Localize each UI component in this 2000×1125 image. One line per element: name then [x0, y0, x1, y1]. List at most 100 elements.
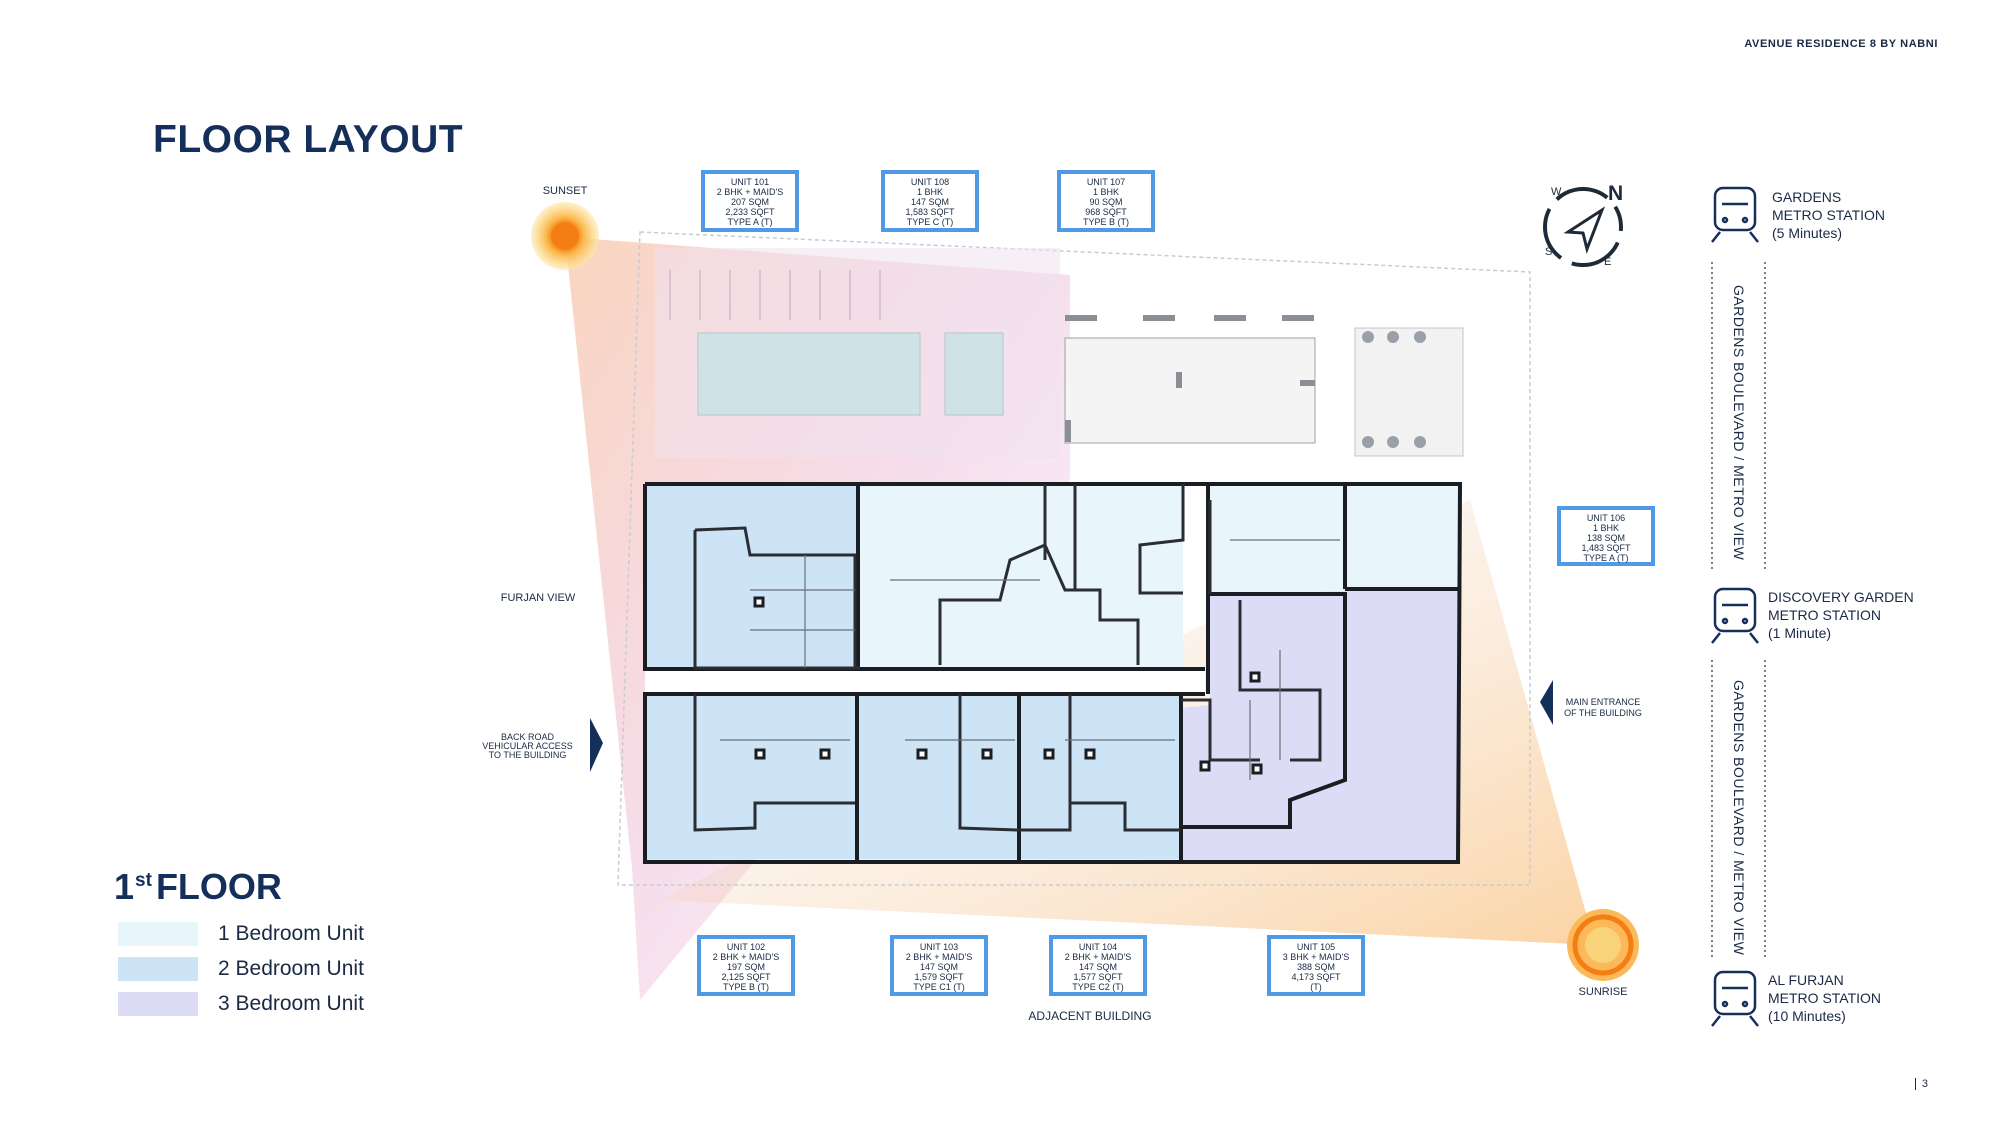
metro-station-gardens: GARDENS METRO STATION (5 Minutes): [1772, 188, 1885, 242]
main-entrance-arrow-icon: [1540, 680, 1553, 725]
unit-number: UNIT 107: [1086, 177, 1126, 187]
unit-config: 2 BHK + MAID'S: [1064, 952, 1132, 962]
legend-label: 2 Bedroom Unit: [218, 957, 364, 980]
unit-config: 2 BHK + MAID'S: [712, 952, 780, 962]
back-road-line: VEHICULAR ACCESS: [482, 741, 573, 751]
boulevard-label-lower: GARDENS BOULEVARD / METRO VIEW: [1731, 680, 1747, 956]
metro-station-discovery-garden: DISCOVERY GARDEN METRO STATION (1 Minute…: [1768, 588, 1914, 642]
unit-type: TYPE B (T): [722, 982, 769, 992]
unit-sqm: 147 SQM: [910, 197, 950, 207]
unit-number: UNIT 101: [730, 177, 770, 187]
metro-train-icon: [1711, 970, 1759, 1027]
legend-swatch: [118, 957, 198, 981]
metro-train-icon: [1711, 587, 1759, 644]
unit-104-area: [1019, 694, 1181, 859]
unit-103-area: [857, 694, 1019, 859]
courtyard: [1354, 327, 1464, 457]
compass-north-label: N: [1608, 182, 1624, 205]
unit-sqft: 1,577 SQFT: [1073, 972, 1123, 982]
metro-time: (10 Minutes): [1768, 1008, 1846, 1024]
unit-number: UNIT 103: [919, 942, 959, 952]
unit-config: 1 BHK: [1592, 523, 1619, 533]
sunset-label: SUNSET: [542, 185, 588, 197]
main-entrance-line: OF THE BUILDING: [1564, 708, 1642, 718]
page-number: 3: [1914, 1078, 1928, 1090]
unit-sqft: 968 SQFT: [1085, 207, 1127, 217]
legend-item-1-bedroom: 1 Bedroom Unit: [118, 921, 364, 947]
main-entrance-label: MAIN ENTRANCE OF THE BUILDING: [1558, 697, 1648, 719]
unit-sqm: 207 SQM: [730, 197, 770, 207]
thin-walls: [720, 539, 1340, 780]
site-boundary: [617, 231, 1531, 886]
compass-west-label: W: [1551, 186, 1562, 198]
legend-item-2-bedroom: 2 Bedroom Unit: [118, 956, 364, 982]
gym-area: [1064, 337, 1316, 444]
unit-sqft: 1,579 SQFT: [914, 972, 964, 982]
swimming-pool: [697, 332, 921, 416]
compass-icon: [1542, 186, 1624, 268]
unit-type: (T): [1310, 982, 1322, 992]
unit-number: UNIT 102: [726, 942, 766, 952]
unit-number: UNIT 106: [1586, 513, 1626, 523]
corridor: [645, 669, 1205, 694]
gym-walls: [1065, 315, 1315, 442]
pool-loungers: [669, 270, 881, 320]
metro-name: METRO STATION: [1768, 990, 1882, 1006]
unit-config: 1 BHK: [916, 187, 943, 197]
brand-name: AVENUE RESIDENCE 8 BY NABNI: [1744, 38, 1938, 50]
unit-sqft: 1,483 SQFT: [1581, 543, 1631, 553]
unit-sqm: 197 SQM: [726, 962, 766, 972]
metro-name: METRO STATION: [1772, 207, 1886, 223]
unit-108-area: [858, 484, 1183, 669]
legend-swatch: [118, 992, 198, 1016]
metro-station-al-furjan: AL FURJAN METRO STATION (10 Minutes): [1768, 971, 1881, 1025]
back-road-line: TO THE BUILDING: [488, 750, 567, 760]
metro-name: GARDENS: [1772, 189, 1842, 205]
back-road-line: BACK ROAD: [500, 732, 554, 742]
metro-route-lines: [1711, 262, 1766, 960]
legend-swatch: [118, 922, 198, 946]
courtyard-trees: [1362, 331, 1426, 448]
columns: [753, 596, 1263, 775]
unit-config: 1 BHK: [1092, 187, 1119, 197]
metro-time: (1 Minute): [1768, 625, 1832, 641]
unit-type: TYPE C1 (T): [913, 982, 965, 992]
unit-sqm: 90 SQM: [1089, 197, 1123, 207]
unit-106-area: [1345, 484, 1460, 589]
floor-word: FLOOR: [155, 866, 282, 907]
metro-train-icon: [1711, 186, 1759, 243]
unit-config: 2 BHK + MAID'S: [905, 952, 973, 962]
metro-name: METRO STATION: [1768, 607, 1882, 623]
unit-config: 2 BHK + MAID'S: [716, 187, 784, 197]
boulevard-label-upper: GARDENS BOULEVARD / METRO VIEW: [1731, 285, 1747, 561]
unit-sqm: 147 SQM: [1078, 962, 1118, 972]
unit-sqm: 147 SQM: [919, 962, 959, 972]
unit-sqft: 2,125 SQFT: [721, 972, 771, 982]
furjan-view-label: FURJAN VIEW: [500, 592, 576, 604]
unit-type: TYPE A (T): [1583, 553, 1629, 563]
building-walls: [643, 482, 1463, 864]
unit-card-106: UNIT 106 1 BHK 138 SQM 1,483 SQFT TYPE A…: [1557, 506, 1655, 566]
unit-sqft: 4,173 SQFT: [1291, 972, 1341, 982]
back-road-label: BACK ROAD VEHICULAR ACCESS TO THE BUILDI…: [470, 733, 585, 760]
unit-card-101: UNIT 101 2 BHK + MAID'S 207 SQM 2,233 SQ…: [701, 170, 799, 232]
metro-name: DISCOVERY GARDEN: [1768, 589, 1914, 605]
unit-102-area: [645, 694, 857, 859]
page-title: FLOOR LAYOUT: [153, 118, 464, 161]
unit-number: UNIT 104: [1078, 942, 1118, 952]
unit-card-102: UNIT 102 2 BHK + MAID'S 197 SQM 2,125 SQ…: [697, 935, 795, 996]
legend-label: 3 Bedroom Unit: [218, 992, 364, 1015]
sunrise-label: SUNRISE: [1578, 986, 1628, 998]
unit-sqm: 138 SQM: [1586, 533, 1626, 543]
unit-card-103: UNIT 103 2 BHK + MAID'S 147 SQM 1,579 SQ…: [890, 935, 988, 996]
unit-number: UNIT 105: [1296, 942, 1336, 952]
unit-sqft: 1,583 SQFT: [905, 207, 955, 217]
unit-card-107: UNIT 107 1 BHK 90 SQM 968 SQFT TYPE B (T…: [1057, 170, 1155, 232]
floor-number: 1: [114, 866, 135, 907]
legend-label: 1 Bedroom Unit: [218, 922, 364, 945]
adjacent-building-label: ADJACENT BUILDING: [1028, 1009, 1152, 1023]
interior-walls: [693, 484, 1322, 832]
unit-type: TYPE A (T): [727, 217, 773, 227]
unit-type: TYPE C2 (T): [1072, 982, 1124, 992]
